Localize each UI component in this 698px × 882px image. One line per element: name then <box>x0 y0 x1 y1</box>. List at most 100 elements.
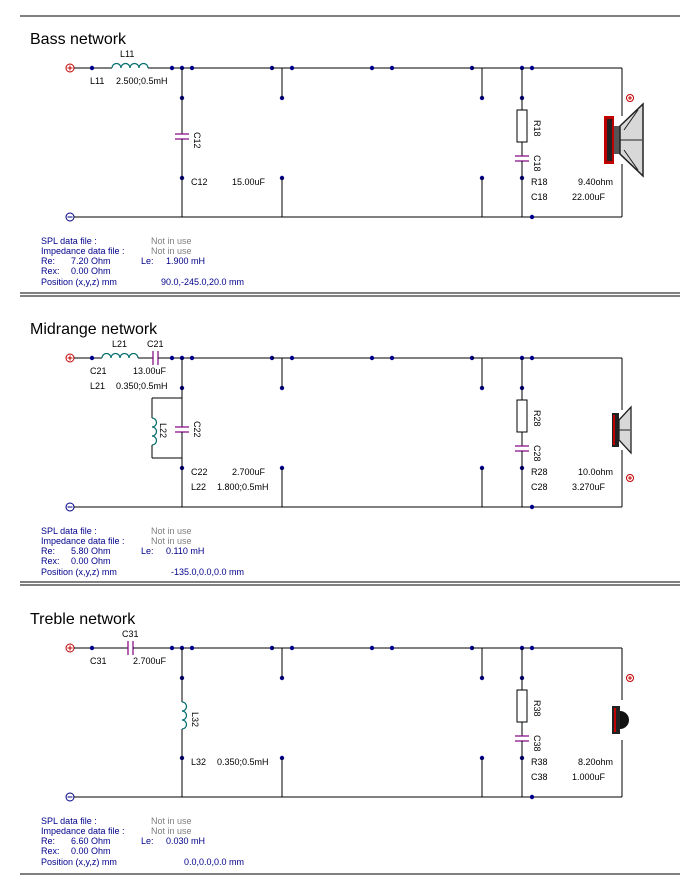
node-dot <box>89 355 95 361</box>
rex-value: 0.00 Ohm <box>71 846 111 856</box>
speaker-plus-terminal[interactable] <box>626 94 634 102</box>
node-dot <box>189 355 195 361</box>
l22-rot-label: L22 <box>158 423 168 438</box>
c38-value: 1.000uF <box>572 772 606 782</box>
plus-terminal[interactable] <box>65 643 75 653</box>
minus-terminal[interactable] <box>65 502 75 512</box>
c31-value: 2.700uF <box>133 656 167 666</box>
node-dot <box>529 794 535 800</box>
capacitor-c21[interactable] <box>152 351 159 365</box>
pos-label: Position (x,y,z) mm <box>41 277 117 287</box>
imp-label: Impedance data file : <box>41 536 125 546</box>
capacitor-c28[interactable] <box>515 445 529 452</box>
inductor-l21[interactable] <box>101 352 139 359</box>
plus-terminal[interactable] <box>65 353 75 363</box>
pos-label: Position (x,y,z) mm <box>41 567 117 577</box>
capacitor-c22[interactable] <box>175 426 189 433</box>
node-dot <box>369 65 375 71</box>
c21-value: 13.00uF <box>133 366 167 376</box>
node-dot <box>189 65 195 71</box>
l21-label: L21 <box>90 381 105 391</box>
speaker-plus-terminal[interactable] <box>626 474 634 482</box>
spl-value: Not in use <box>151 816 192 826</box>
driver-info: SPL data file : Not in use Impedance dat… <box>41 526 244 577</box>
le-label: Le: <box>141 836 154 846</box>
resistor-r18[interactable] <box>516 109 528 143</box>
c22-label: C22 <box>191 467 208 477</box>
inductor-l11[interactable] <box>111 62 149 69</box>
l11-top-label: L11 <box>120 49 134 59</box>
node-dot <box>169 65 175 71</box>
pos-value: -135.0,0.0,0.0 mm <box>171 567 244 577</box>
c28-label: C28 <box>531 482 548 492</box>
capacitor-c38[interactable] <box>515 735 529 742</box>
c38-rot-label: C38 <box>532 735 542 752</box>
c38-label: C38 <box>531 772 548 782</box>
c28-value: 3.270uF <box>572 482 606 492</box>
l22-value: 1.800;0.5mH <box>217 482 269 492</box>
node-dot <box>529 645 535 651</box>
capacitor-c12[interactable] <box>175 133 189 140</box>
l11-label: L11 <box>90 76 104 86</box>
r28-value: 10.0ohm <box>578 467 613 477</box>
imp-value: Not in use <box>151 826 192 836</box>
inductor-l32[interactable] <box>181 701 188 730</box>
node-dot <box>529 504 535 510</box>
imp-value: Not in use <box>151 246 192 256</box>
node-dot <box>529 65 535 71</box>
r38-value: 8.20ohm <box>578 757 613 767</box>
section-title: Midrange network <box>30 321 158 338</box>
node-dot <box>529 355 535 361</box>
le-label: Le: <box>141 256 154 266</box>
l22-label: L22 <box>191 482 206 492</box>
r38-rot-label: R38 <box>532 700 542 717</box>
spl-value: Not in use <box>151 526 192 536</box>
r28-rot-label: R28 <box>532 410 542 427</box>
c18-value: 22.00uF <box>572 192 606 202</box>
c12-label: C12 <box>191 177 208 187</box>
speaker-plus-terminal[interactable] <box>626 674 634 682</box>
node-dot <box>389 355 395 361</box>
inductor-l22[interactable] <box>151 417 158 446</box>
section-title: Bass network <box>30 31 127 48</box>
capacitor-c31[interactable] <box>127 641 134 655</box>
c18-rot-label: C18 <box>532 155 542 172</box>
resistor-r38[interactable] <box>516 689 528 723</box>
l21-value: 0.350;0.5mH <box>116 381 168 391</box>
spl-label: SPL data file : <box>41 236 97 246</box>
c28-rot-label: C28 <box>532 445 542 462</box>
re-value: 7.20 Ohm <box>71 256 111 266</box>
rex-label: Rex: <box>41 556 60 566</box>
re-value: 6.60 Ohm <box>71 836 111 846</box>
l11-value: 2.500;0.5mH <box>116 76 168 86</box>
plus-terminal[interactable] <box>65 63 75 73</box>
c12-rot-label: C12 <box>192 132 202 149</box>
le-value: 0.110 mH <box>166 546 204 556</box>
minus-terminal[interactable] <box>65 212 75 222</box>
pos-value: 90.0,-245.0,20.0 mm <box>161 277 244 287</box>
rex-label: Rex: <box>41 266 60 276</box>
node-dot <box>389 645 395 651</box>
spl-label: SPL data file : <box>41 816 97 826</box>
capacitor-c18[interactable] <box>515 155 529 162</box>
r38-label: R38 <box>531 757 548 767</box>
imp-label: Impedance data file : <box>41 246 125 256</box>
node-dot <box>289 355 295 361</box>
rex-value: 0.00 Ohm <box>71 556 111 566</box>
c31-label: C31 <box>90 656 107 666</box>
node-dot <box>169 645 175 651</box>
node-dot <box>189 645 195 651</box>
r18-label: R18 <box>531 177 548 187</box>
driver-info: SPL data file : Not in use Impedance dat… <box>41 816 244 867</box>
r18-rot-label: R18 <box>532 120 542 137</box>
treble-network: Treble network <box>30 611 634 867</box>
minus-terminal[interactable] <box>65 792 75 802</box>
r28-label: R28 <box>531 467 548 477</box>
c21-label: C21 <box>90 366 107 376</box>
c22-value: 2.700uF <box>232 467 266 477</box>
l21-top-label: L21 <box>112 339 127 349</box>
resistor-r28[interactable] <box>516 399 528 433</box>
node-dot <box>369 645 375 651</box>
rex-value: 0.00 Ohm <box>71 266 111 276</box>
re-label: Re: <box>41 546 55 556</box>
